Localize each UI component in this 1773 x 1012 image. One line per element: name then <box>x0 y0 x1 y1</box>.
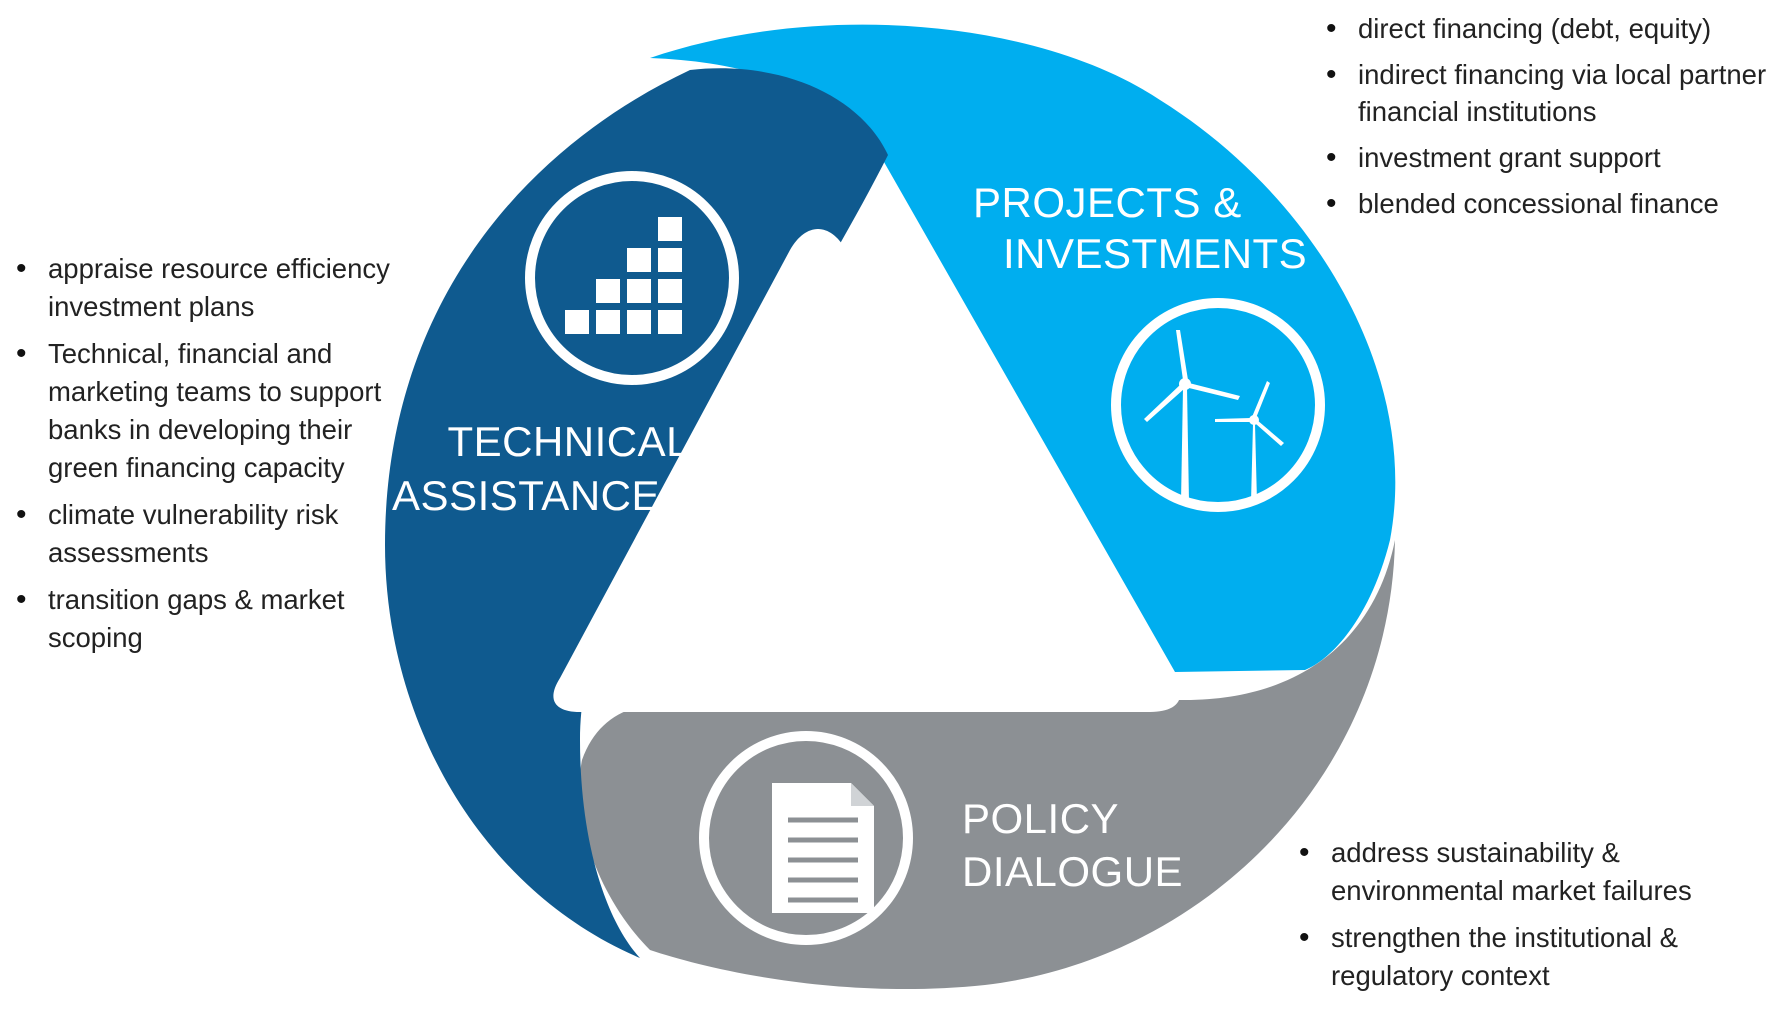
projects-title-line2: INVESTMENTS <box>1003 230 1307 277</box>
document-icon <box>699 731 913 945</box>
list-item: transition gaps & market scoping <box>10 581 390 657</box>
policy-bullet-list: address sustainability & environmental m… <box>1293 834 1763 1004</box>
wind-turbine-icon <box>1111 298 1325 512</box>
list-item: Technical, financial and marketing teams… <box>10 335 390 487</box>
projects-title-line1: PROJECTS & <box>973 179 1242 226</box>
list-item: appraise resource efficiency investment … <box>10 250 390 326</box>
policy-title-line1: POLICY <box>962 795 1119 842</box>
projects-bullet-list: direct financing (debt, equity) indirect… <box>1320 10 1770 231</box>
list-item: climate vulnerability risk assessments <box>10 496 390 572</box>
technical-title-line1: TECHNICAL <box>447 418 690 465</box>
technical-title-line2: ASSISTANCE <box>392 472 660 519</box>
list-item: investment grant support <box>1320 139 1770 176</box>
policy-title-line2: DIALOGUE <box>962 848 1183 895</box>
list-item: strengthen the institutional & regulator… <box>1293 919 1763 995</box>
segment-technical-assistance <box>385 68 888 959</box>
center-triangle <box>553 229 1181 712</box>
list-item: address sustainability & environmental m… <box>1293 834 1763 910</box>
technical-bullet-list: appraise resource efficiency investment … <box>10 250 390 666</box>
list-item: blended concessional finance <box>1320 185 1770 222</box>
list-item: direct financing (debt, equity) <box>1320 10 1770 47</box>
list-item: indirect financing via local partner fin… <box>1320 56 1770 130</box>
bar-chart-icon <box>525 171 739 385</box>
